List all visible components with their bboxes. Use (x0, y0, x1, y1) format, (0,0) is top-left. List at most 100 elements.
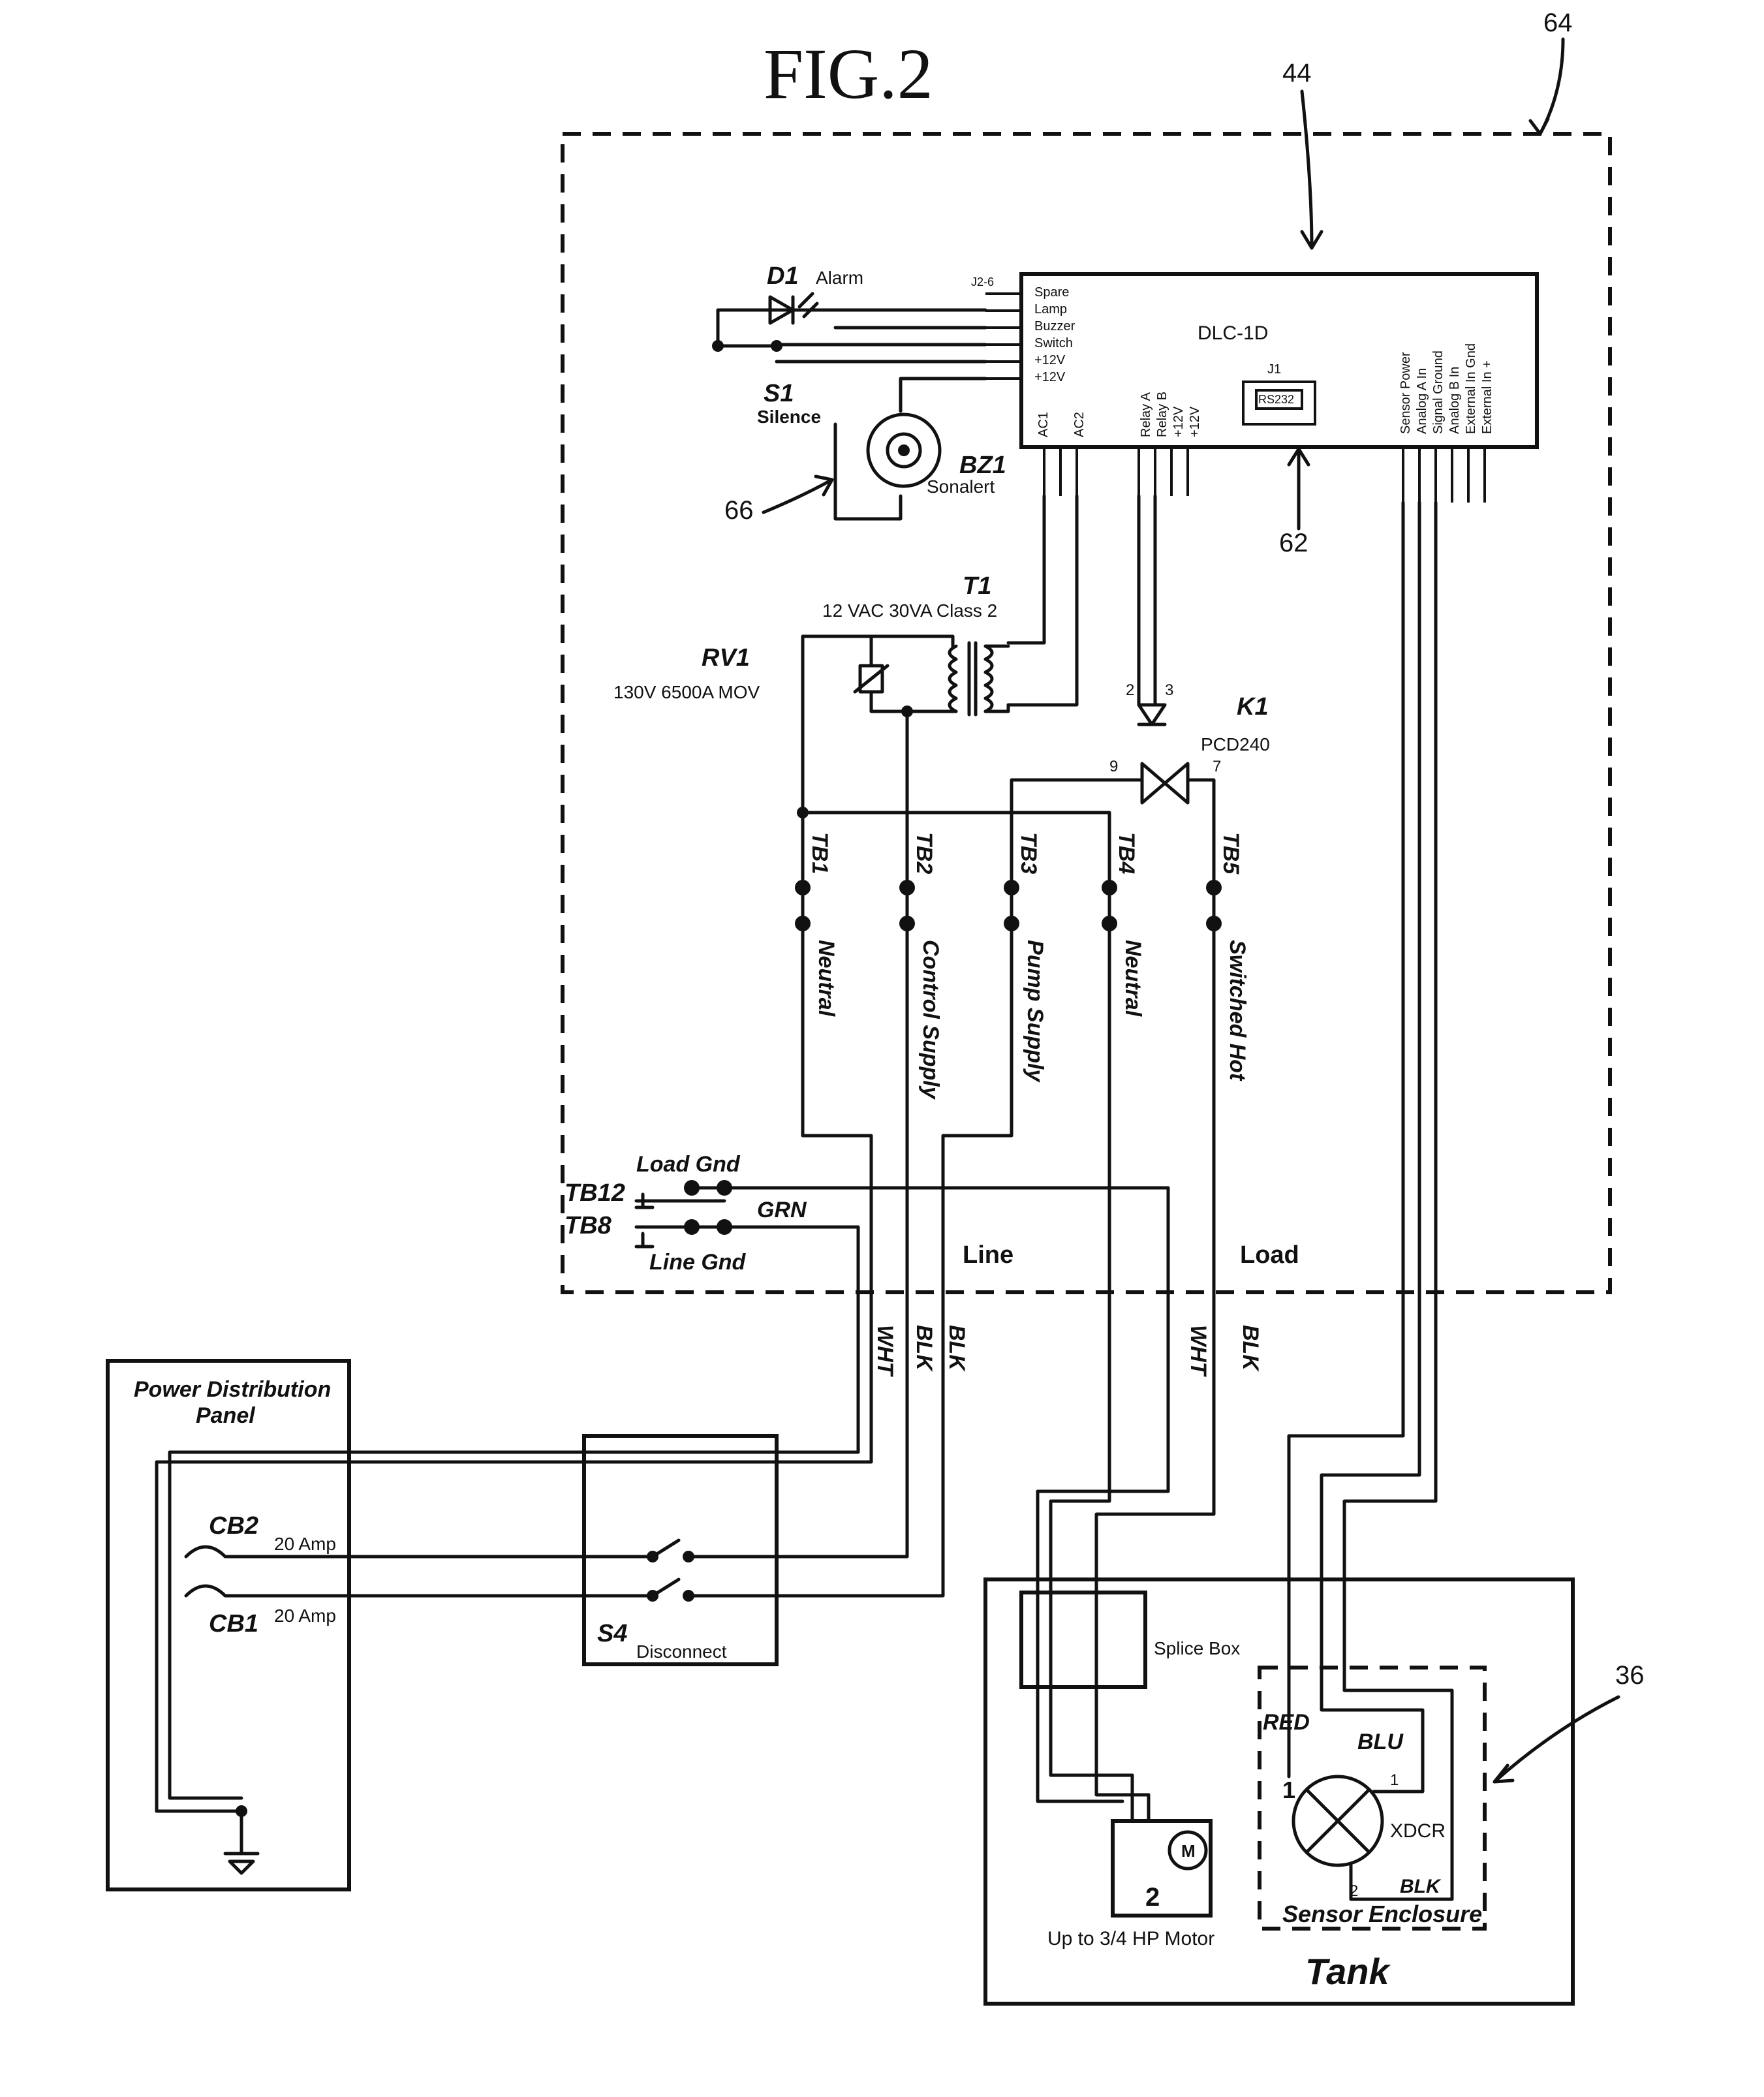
pin-buzzer: Buzzer (1034, 319, 1075, 334)
pin-relay-a: Relay A (1139, 392, 1153, 437)
ref-64-arrow (1528, 117, 1550, 136)
ref-64: 64 (1543, 8, 1573, 37)
relay-pin-stubs (1137, 447, 1189, 496)
xdcr-transducer-icon (1292, 1775, 1384, 1867)
pin-external-in-plus: External In + (1480, 360, 1494, 434)
pin-12v-a: +12V (1034, 353, 1066, 367)
load-wht-label: WHT (1186, 1325, 1211, 1378)
k1-pin-9: 9 (1109, 758, 1118, 775)
ref-36: 36 (1615, 1661, 1645, 1690)
k1-id: K1 (1237, 693, 1269, 721)
s4-label: Disconnect (636, 1641, 727, 1662)
ground-wiring (168, 1186, 1170, 1803)
bz1-center (898, 444, 910, 456)
earth-ground-icon (223, 1852, 260, 1875)
motor-symbol-icon (1168, 1830, 1208, 1871)
pin-relay-b: Relay B (1155, 392, 1169, 437)
signal-ground-wire (1342, 501, 1454, 1901)
rs232-port (1255, 389, 1303, 410)
pin-ac1: AC1 (1036, 412, 1051, 437)
k1-pin-3: 3 (1165, 681, 1173, 699)
cb1-rating: 20 Amp (274, 1606, 336, 1626)
control-supply-wire (687, 922, 909, 1559)
cb2-breaker-icon (184, 1545, 655, 1559)
pin-analog-a-in: Analog A In (1415, 368, 1429, 434)
motor-symbol-letter: M (1181, 1841, 1196, 1861)
bz1-id: BZ1 (959, 452, 1006, 479)
line-blk-label-2: BLK (944, 1325, 969, 1372)
pin-spare: Spare (1034, 285, 1069, 300)
t1-secondary-leads (983, 644, 1010, 713)
bz1-label: Sonalert (927, 476, 995, 497)
d1-led-rays-icon (797, 292, 819, 318)
sensor-power-wire (1287, 501, 1405, 1779)
t1-transformer-coil-icon (948, 644, 994, 713)
motor-label: Up to 3/4 HP Motor (1047, 1928, 1215, 1949)
tb3-id: TB3 (1016, 832, 1041, 874)
relay-control-wiring (1137, 494, 1157, 707)
xdcr-label: XDCR (1390, 1820, 1446, 1842)
alarm-junction-b (771, 340, 782, 352)
line-wht-label: WHT (873, 1325, 897, 1378)
pin-relay-12v-b: +12V (1188, 406, 1202, 437)
s1-id: S1 (764, 380, 794, 407)
pin-sensor-power: Sensor Power (1399, 352, 1413, 434)
load-section-label: Load (1240, 1241, 1299, 1269)
line-neutral-wire (155, 922, 873, 1813)
sensor-pin-stubs (1402, 447, 1486, 503)
sensor-pin-1b: 1 (1390, 1771, 1399, 1789)
figure-title: FIG.2 (764, 34, 933, 114)
tank (983, 1577, 1575, 2006)
rv1-mov-icon (858, 664, 884, 694)
k1-pin-7: 7 (1213, 758, 1221, 775)
controller-j2-label: J2-6 (971, 275, 994, 288)
ref-36-arrow (1493, 1763, 1515, 1784)
sensor-enclosure-label: Sensor Enclosure (1282, 1901, 1482, 1927)
tb4-label: Neutral (1121, 940, 1145, 1017)
load-blk-label: BLK (1238, 1325, 1263, 1372)
pin-relay-12v-a: +12V (1171, 406, 1186, 437)
sensor-enclosure (1258, 1666, 1487, 1931)
d1-led-icon (768, 295, 795, 325)
j2-pin-stubs (985, 292, 1021, 380)
ref-66: 66 (724, 496, 754, 525)
tb5-label: Switched Hot (1225, 940, 1250, 1081)
panel-title-line2: Panel (196, 1403, 256, 1428)
ref-36-leader (1493, 1695, 1620, 1784)
disconnect-switch-icon (651, 1538, 681, 1598)
load-gnd-label: Load Gnd (636, 1152, 741, 1177)
d1-id: D1 (767, 262, 799, 290)
primary-wiring (801, 634, 958, 815)
tb2-id: TB2 (912, 832, 936, 874)
ref-44-leader (1300, 89, 1314, 250)
line-gnd-label: Line Gnd (649, 1250, 747, 1275)
bz1-buzzer-icon (866, 412, 942, 488)
pin-external-in-gnd: External In Gnd (1464, 343, 1478, 434)
analog-a-wire (1320, 501, 1425, 1794)
tank-label: Tank (1305, 1951, 1391, 1992)
blu-wire-label: BLU (1357, 1730, 1404, 1754)
t1-transformer-core-icon (967, 641, 978, 717)
alarm-junction-a (712, 340, 724, 352)
t1-id: T1 (963, 572, 991, 600)
line-section-label: Line (963, 1241, 1014, 1269)
panel-ground-junction (236, 1805, 247, 1817)
j1-connector (1242, 381, 1316, 426)
cb1-breaker-icon (184, 1584, 655, 1598)
cb2-rating: 20 Amp (274, 1534, 336, 1554)
ref-62: 62 (1279, 529, 1308, 557)
red-wire-label: RED (1263, 1710, 1310, 1735)
grn-label: GRN (757, 1198, 807, 1222)
panel-title-line1: Power Distribution (134, 1377, 331, 1402)
motor-leads (1130, 1773, 1151, 1823)
control-enclosure (561, 132, 1612, 1294)
tb1-label: Neutral (814, 940, 839, 1017)
k1-triac-icon (1140, 762, 1190, 805)
controller-name: DLC-1D (1198, 322, 1268, 344)
rs232-label: RS232 (1258, 393, 1294, 406)
pin-switch: Switch (1034, 336, 1073, 350)
cb2-id: CB2 (209, 1512, 258, 1540)
pin-12v-b: +12V (1034, 370, 1066, 384)
ref-44: 44 (1282, 59, 1312, 87)
